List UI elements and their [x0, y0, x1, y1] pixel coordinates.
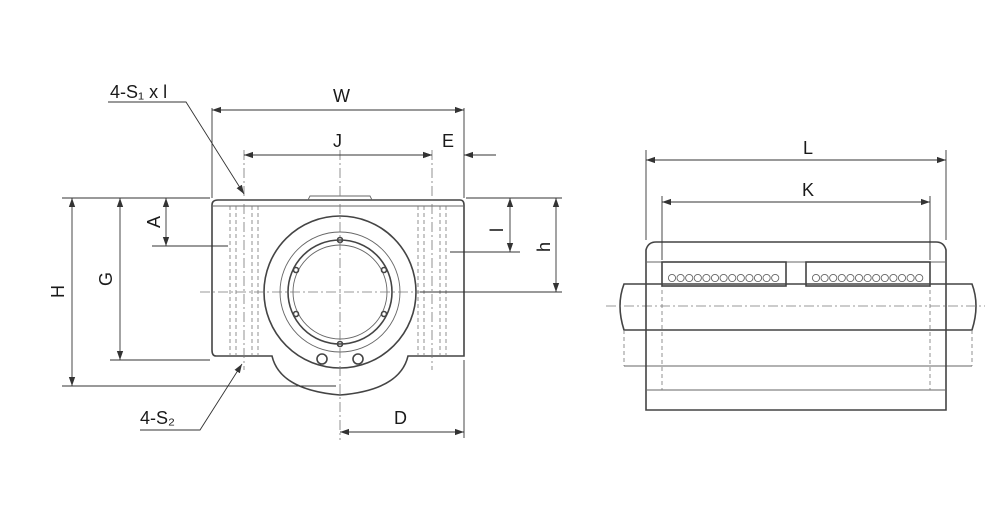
- lube-hole-left: [316, 353, 328, 365]
- housing-outline: [211, 199, 465, 396]
- label-D: D: [394, 408, 407, 428]
- ball: [880, 273, 889, 283]
- label-hole-a: 4-S₁ x l: [110, 82, 167, 102]
- ball: [906, 273, 915, 283]
- shaft: [619, 283, 977, 331]
- ball: [897, 273, 907, 283]
- label-A: A: [144, 216, 164, 228]
- label-hole-b: 4-S₂: [140, 408, 175, 428]
- front-view: 4-S₁ x l W J E A G H l h D 4-S₂: [48, 82, 562, 440]
- ball: [719, 273, 728, 283]
- leader-hole-a: [108, 101, 245, 195]
- ball: [837, 273, 846, 283]
- ball: [753, 273, 763, 283]
- leader-hole-b: [140, 363, 243, 431]
- ball: [863, 273, 872, 283]
- label-H: H: [48, 285, 68, 298]
- label-l: l: [487, 228, 507, 232]
- ball: [771, 273, 780, 283]
- side-view: L K: [606, 138, 985, 411]
- ball: [728, 273, 737, 283]
- label-E: E: [442, 131, 454, 151]
- ball: [889, 273, 898, 283]
- ball-row-left: [667, 273, 780, 283]
- ball-row-right: [811, 273, 924, 283]
- ball: [762, 273, 771, 283]
- bearing-right: [805, 261, 931, 287]
- label-K: K: [802, 180, 814, 200]
- ball: [702, 273, 711, 283]
- ball: [685, 273, 694, 283]
- ball: [667, 273, 677, 283]
- bearing-left: [661, 261, 787, 287]
- label-h: h: [534, 242, 554, 252]
- ball: [854, 273, 864, 283]
- ball: [820, 273, 829, 283]
- label-G: G: [96, 272, 116, 286]
- ball: [915, 273, 924, 283]
- lube-hole-right: [352, 353, 364, 365]
- ball: [811, 273, 821, 283]
- ball: [745, 273, 754, 283]
- ball: [872, 273, 881, 283]
- ball: [846, 273, 855, 283]
- ball: [736, 273, 745, 283]
- ball: [710, 273, 720, 283]
- label-L: L: [803, 138, 813, 158]
- ball: [693, 273, 702, 283]
- side-housing: [645, 241, 947, 411]
- ball: [829, 273, 838, 283]
- label-W: W: [333, 86, 350, 106]
- ball: [676, 273, 685, 283]
- label-J: J: [333, 131, 342, 151]
